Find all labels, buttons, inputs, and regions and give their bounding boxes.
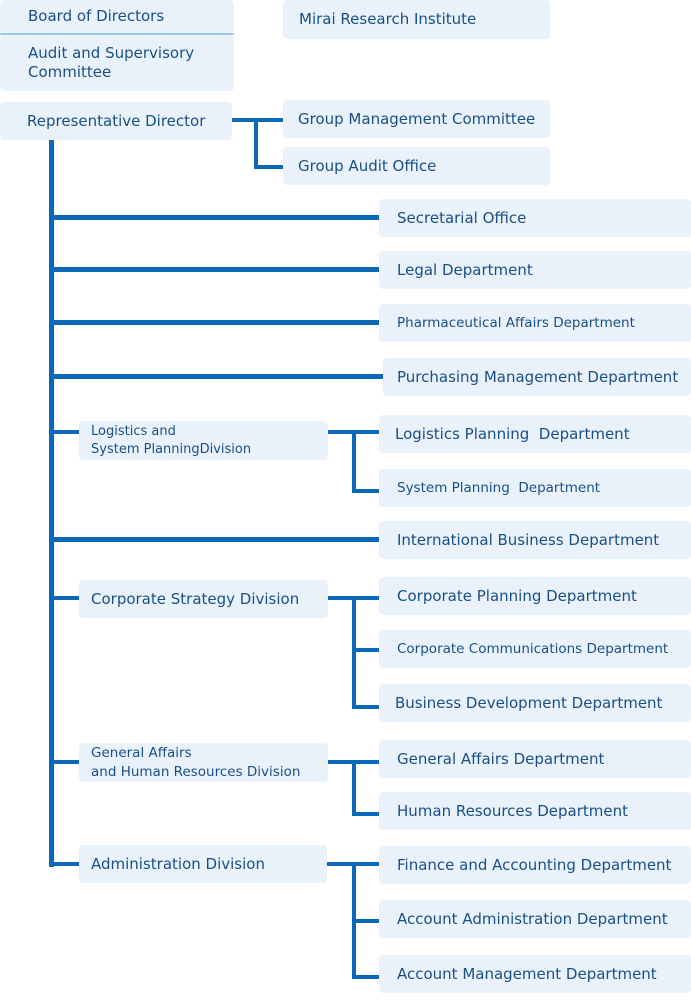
audit-committee-label: Audit and Supervisory Committee	[28, 44, 195, 81]
human-resources-connector	[352, 812, 379, 816]
mirai-research-institute-box: Mirai Research Institute	[283, 0, 550, 39]
account-management-label: Account Management Department	[397, 964, 657, 983]
human-resources-label: Human Resources Department	[397, 801, 629, 820]
business-development-label: Business Development Department	[395, 693, 663, 712]
communications-connector	[352, 648, 379, 652]
group-audit-office-label: Group Audit Office	[298, 156, 437, 175]
corporate-planning-label: Corporate Planning Department	[397, 586, 637, 605]
legal-department-box: Legal Department	[379, 251, 691, 289]
system-planning-connector	[352, 489, 379, 493]
mirai-research-institute-label: Mirai Research Institute	[299, 10, 477, 28]
general-affairs-division-connector	[49, 760, 79, 764]
board-of-directors-box: Board of Directors	[0, 0, 234, 33]
pharmaceutical-affairs-box: Pharmaceutical Affairs Department	[379, 304, 691, 342]
corporate-planning-box: Corporate Planning Department	[379, 577, 691, 615]
administration-division-box: Administration Division	[79, 845, 327, 883]
corporate-strategy-connector	[49, 596, 79, 600]
purchasing-connector	[49, 374, 383, 379]
board-of-directors-label: Board of Directors	[28, 7, 165, 25]
international-business-box: International Business Department	[379, 521, 691, 559]
logistics-division-label: Logistics and System PlanningDivision	[91, 423, 252, 457]
logistics-division-connector	[49, 430, 79, 434]
business-dev-connector	[352, 705, 379, 709]
account-administration-connector	[352, 919, 379, 923]
logistics-division-trunk	[352, 430, 356, 493]
general-affairs-box: General Affairs Department	[379, 740, 691, 778]
business-development-box: Business Development Department	[379, 684, 691, 722]
corporate-communications-label: Corporate Communications Department	[397, 641, 669, 657]
representative-director-label: Representative Director	[27, 111, 206, 130]
legal-department-label: Legal Department	[397, 260, 533, 279]
general-affairs-label: General Affairs Department	[397, 749, 605, 768]
international-connector	[49, 537, 379, 542]
account-administration-label: Account Administration Department	[397, 909, 668, 928]
secretarial-connector	[49, 215, 379, 220]
account-administration-box: Account Administration Department	[379, 900, 691, 938]
pharmaceutical-affairs-label: Pharmaceutical Affairs Department	[397, 315, 635, 331]
logistics-planning-label: Logistics Planning Department	[395, 424, 630, 443]
account-management-box: Account Management Department	[379, 955, 691, 993]
board-audit-divider	[0, 33, 234, 35]
corporate-strategy-label: Corporate Strategy Division	[91, 589, 300, 608]
logistics-division-box: Logistics and System PlanningDivision	[79, 421, 328, 460]
secretarial-office-box: Secretarial Office	[379, 199, 691, 237]
legal-connector	[49, 267, 379, 272]
corporate-strategy-box: Corporate Strategy Division	[79, 580, 328, 618]
logistics-planning-box: Logistics Planning Department	[379, 415, 691, 453]
finance-accounting-label: Finance and Accounting Department	[397, 855, 672, 874]
group-audit-office-box: Group Audit Office	[283, 147, 550, 185]
account-management-connector	[352, 975, 379, 979]
committee-trunk	[254, 118, 258, 168]
representative-director-box: Representative Director	[0, 102, 232, 140]
audit-committee-box: Audit and Supervisory Committee	[0, 35, 234, 91]
purchasing-management-label: Purchasing Management Department	[397, 367, 679, 386]
corporate-communications-box: Corporate Communications Department	[379, 630, 691, 668]
general-affairs-division-box: General Affairs and Human Resources Divi…	[79, 743, 328, 782]
system-planning-label: System Planning Department	[397, 480, 601, 496]
general-affairs-division-label: General Affairs and Human Resources Divi…	[91, 744, 301, 780]
administration-division-connector	[49, 862, 79, 866]
system-planning-box: System Planning Department	[379, 469, 691, 507]
corporate-strategy-trunk	[352, 596, 356, 709]
human-resources-box: Human Resources Department	[379, 792, 691, 830]
group-management-committee-label: Group Management Committee	[298, 109, 536, 128]
group-audit-connector	[254, 165, 283, 169]
finance-accounting-box: Finance and Accounting Department	[379, 846, 691, 884]
international-business-label: International Business Department	[397, 530, 660, 549]
administration-division-label: Administration Division	[91, 854, 265, 873]
main-trunk	[49, 140, 54, 867]
purchasing-management-box: Purchasing Management Department	[383, 358, 691, 396]
general-affairs-division-trunk	[352, 760, 356, 816]
secretarial-office-label: Secretarial Office	[397, 208, 527, 227]
group-management-committee-box: Group Management Committee	[283, 100, 550, 138]
pharma-connector	[49, 320, 379, 325]
